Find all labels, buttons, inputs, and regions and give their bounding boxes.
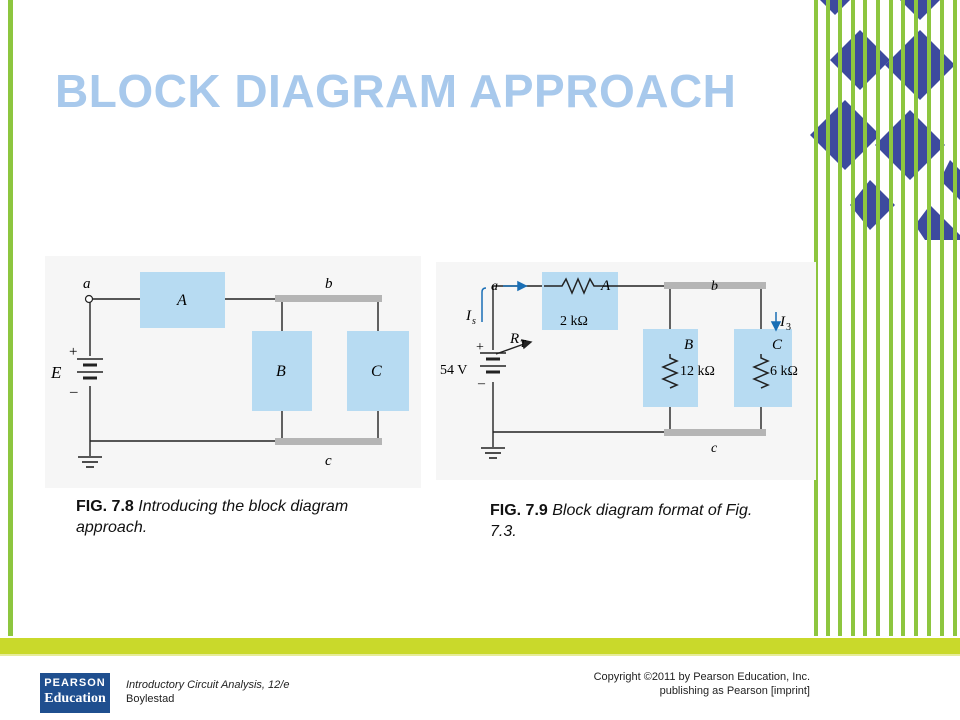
resistor-b-icon	[661, 354, 679, 389]
bus-b	[275, 295, 382, 302]
battery-plus: +	[69, 344, 77, 360]
block-c-label: C	[772, 337, 783, 353]
logo-line-2: Education	[44, 691, 106, 706]
block-a	[140, 272, 225, 328]
footer-copyright: Copyright ©2011 by Pearson Education, In…	[594, 670, 810, 698]
current-is-label: I	[465, 308, 472, 324]
block-c	[734, 329, 792, 407]
node-c-label: c	[711, 441, 718, 456]
book-title: Introductory Circuit Analysis, 12/e	[126, 679, 290, 691]
rt-label: R	[509, 331, 519, 347]
resistor-a-icon	[544, 277, 618, 295]
footer-accent-bar	[0, 638, 960, 654]
caption-text: Block diagram format of Fig. 7.3.	[490, 502, 753, 540]
node-a-label: a	[83, 276, 91, 292]
copyright-line-1: Copyright ©2011 by Pearson Education, In…	[593, 671, 810, 683]
arrowhead-icon	[521, 339, 533, 350]
slide-title: BLOCK DIAGRAM APPROACH	[55, 65, 737, 117]
bus-c	[664, 429, 766, 436]
current-i3-sub: 3	[786, 322, 791, 333]
node-a-label: a	[491, 279, 498, 294]
caption-number: FIG. 7.9	[490, 502, 548, 519]
decorative-diamonds	[810, 0, 960, 240]
logo-line-1: PEARSON	[44, 677, 106, 689]
arrowhead-icon	[770, 321, 782, 332]
block-c	[347, 331, 409, 411]
terminal-a	[84, 294, 94, 304]
copyright-line-2: publishing as Pearson [imprint]	[659, 685, 810, 697]
caption-fig-7-9: FIG. 7.9 Block diagram format of Fig. 7.…	[490, 500, 780, 542]
pearson-logo: PEARSON Education	[40, 673, 110, 713]
battery-minus: –	[69, 384, 78, 400]
current-i3-label: I	[779, 314, 786, 330]
current-is-sub: s	[472, 316, 476, 327]
decorative-green-stripes	[814, 0, 957, 636]
circuit-diagram-7-8: a b c A B C E + –	[50, 272, 409, 469]
current-arrow-is	[481, 287, 487, 322]
caption-text: Introducing the block diagram approach.	[76, 498, 349, 536]
left-accent-stripe	[8, 0, 13, 636]
node-c-label: c	[325, 453, 332, 469]
circuit-diagram-7-9: a b c A 2 kΩ B 12 kΩ C 6 kΩ 54 V + – I s…	[440, 272, 798, 459]
block-c-label: C	[371, 363, 382, 380]
battery-icon	[480, 352, 506, 374]
footer-accent-line	[0, 654, 960, 656]
bus-c	[275, 438, 382, 445]
source-voltage: 54 V	[440, 363, 467, 378]
battery-icon	[77, 358, 103, 380]
resistor-c-value: 6 kΩ	[770, 364, 798, 379]
block-b-label: B	[684, 337, 693, 353]
resistor-b-value: 12 kΩ	[680, 364, 715, 379]
resistor-c-icon	[752, 354, 770, 389]
resistor-a-value: 2 kΩ	[560, 314, 588, 329]
node-b-label: b	[711, 279, 718, 294]
caption-number: FIG. 7.8	[76, 498, 134, 515]
caption-fig-7-8: FIG. 7.8 Introducing the block diagram a…	[76, 496, 406, 538]
node-b-label: b	[325, 276, 333, 292]
book-author: Boylestad	[126, 693, 175, 705]
block-a	[542, 272, 618, 330]
figure-7-8: a b c A B C E + –	[45, 256, 421, 488]
block-b	[252, 331, 312, 411]
decorative-stripes	[810, 0, 960, 636]
ground-icon	[78, 456, 102, 468]
battery-minus: –	[477, 376, 486, 391]
block-b	[643, 329, 698, 407]
footer-book-info: Introductory Circuit Analysis, 12/e Boyl…	[126, 678, 289, 706]
rt-arrow	[495, 343, 525, 355]
ground-icon	[481, 447, 505, 459]
block-b-label: B	[276, 363, 286, 380]
bus-b	[664, 282, 766, 289]
arrowhead-icon	[517, 280, 528, 292]
block-a-label: A	[600, 278, 611, 294]
battery-plus: +	[476, 340, 484, 355]
source-e-label: E	[50, 363, 62, 382]
rt-sub: T	[520, 339, 527, 350]
figure-7-9: a b c A 2 kΩ B 12 kΩ C 6 kΩ 54 V + – I s…	[436, 262, 816, 480]
block-a-label: A	[176, 292, 187, 309]
